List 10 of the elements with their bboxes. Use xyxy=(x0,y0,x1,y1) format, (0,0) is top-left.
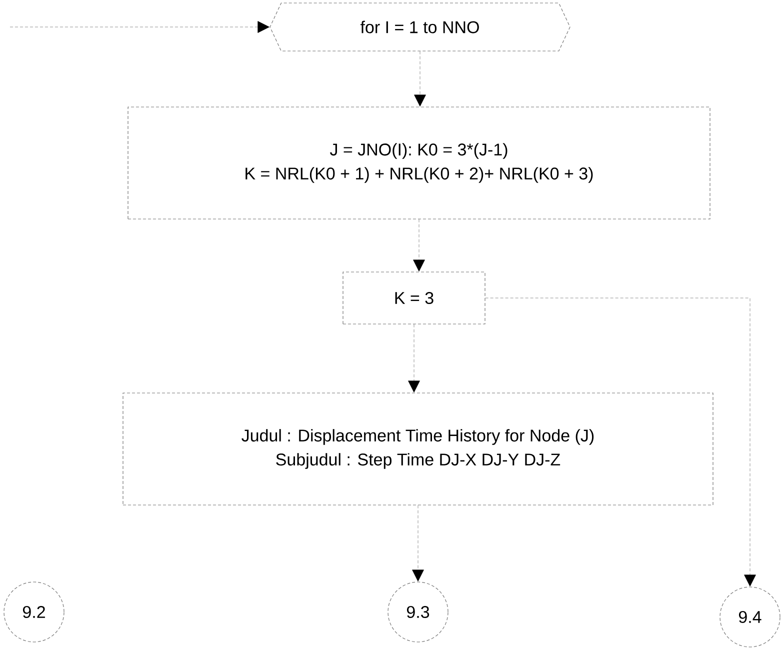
arrow xyxy=(408,324,420,392)
arrow xyxy=(485,298,756,586)
arrow xyxy=(412,505,424,582)
arrow xyxy=(413,219,425,272)
decision-box: K = 3 xyxy=(342,272,486,324)
arrow xyxy=(10,21,270,33)
loop-hexagon: for I = 1 to NNO xyxy=(270,2,570,52)
arrow xyxy=(414,51,426,106)
process-box: J = JNO(I): K0 = 3*(J-1) K = NRL(K0 + 1) + NRL(K0 + 2)+ NRL(K0 + 3) xyxy=(128,106,710,220)
output-box: Judul : Displacement Time History for Node (J) Subjudul : Step Time DJ-X DJ-Y DJ-Z xyxy=(122,392,714,506)
